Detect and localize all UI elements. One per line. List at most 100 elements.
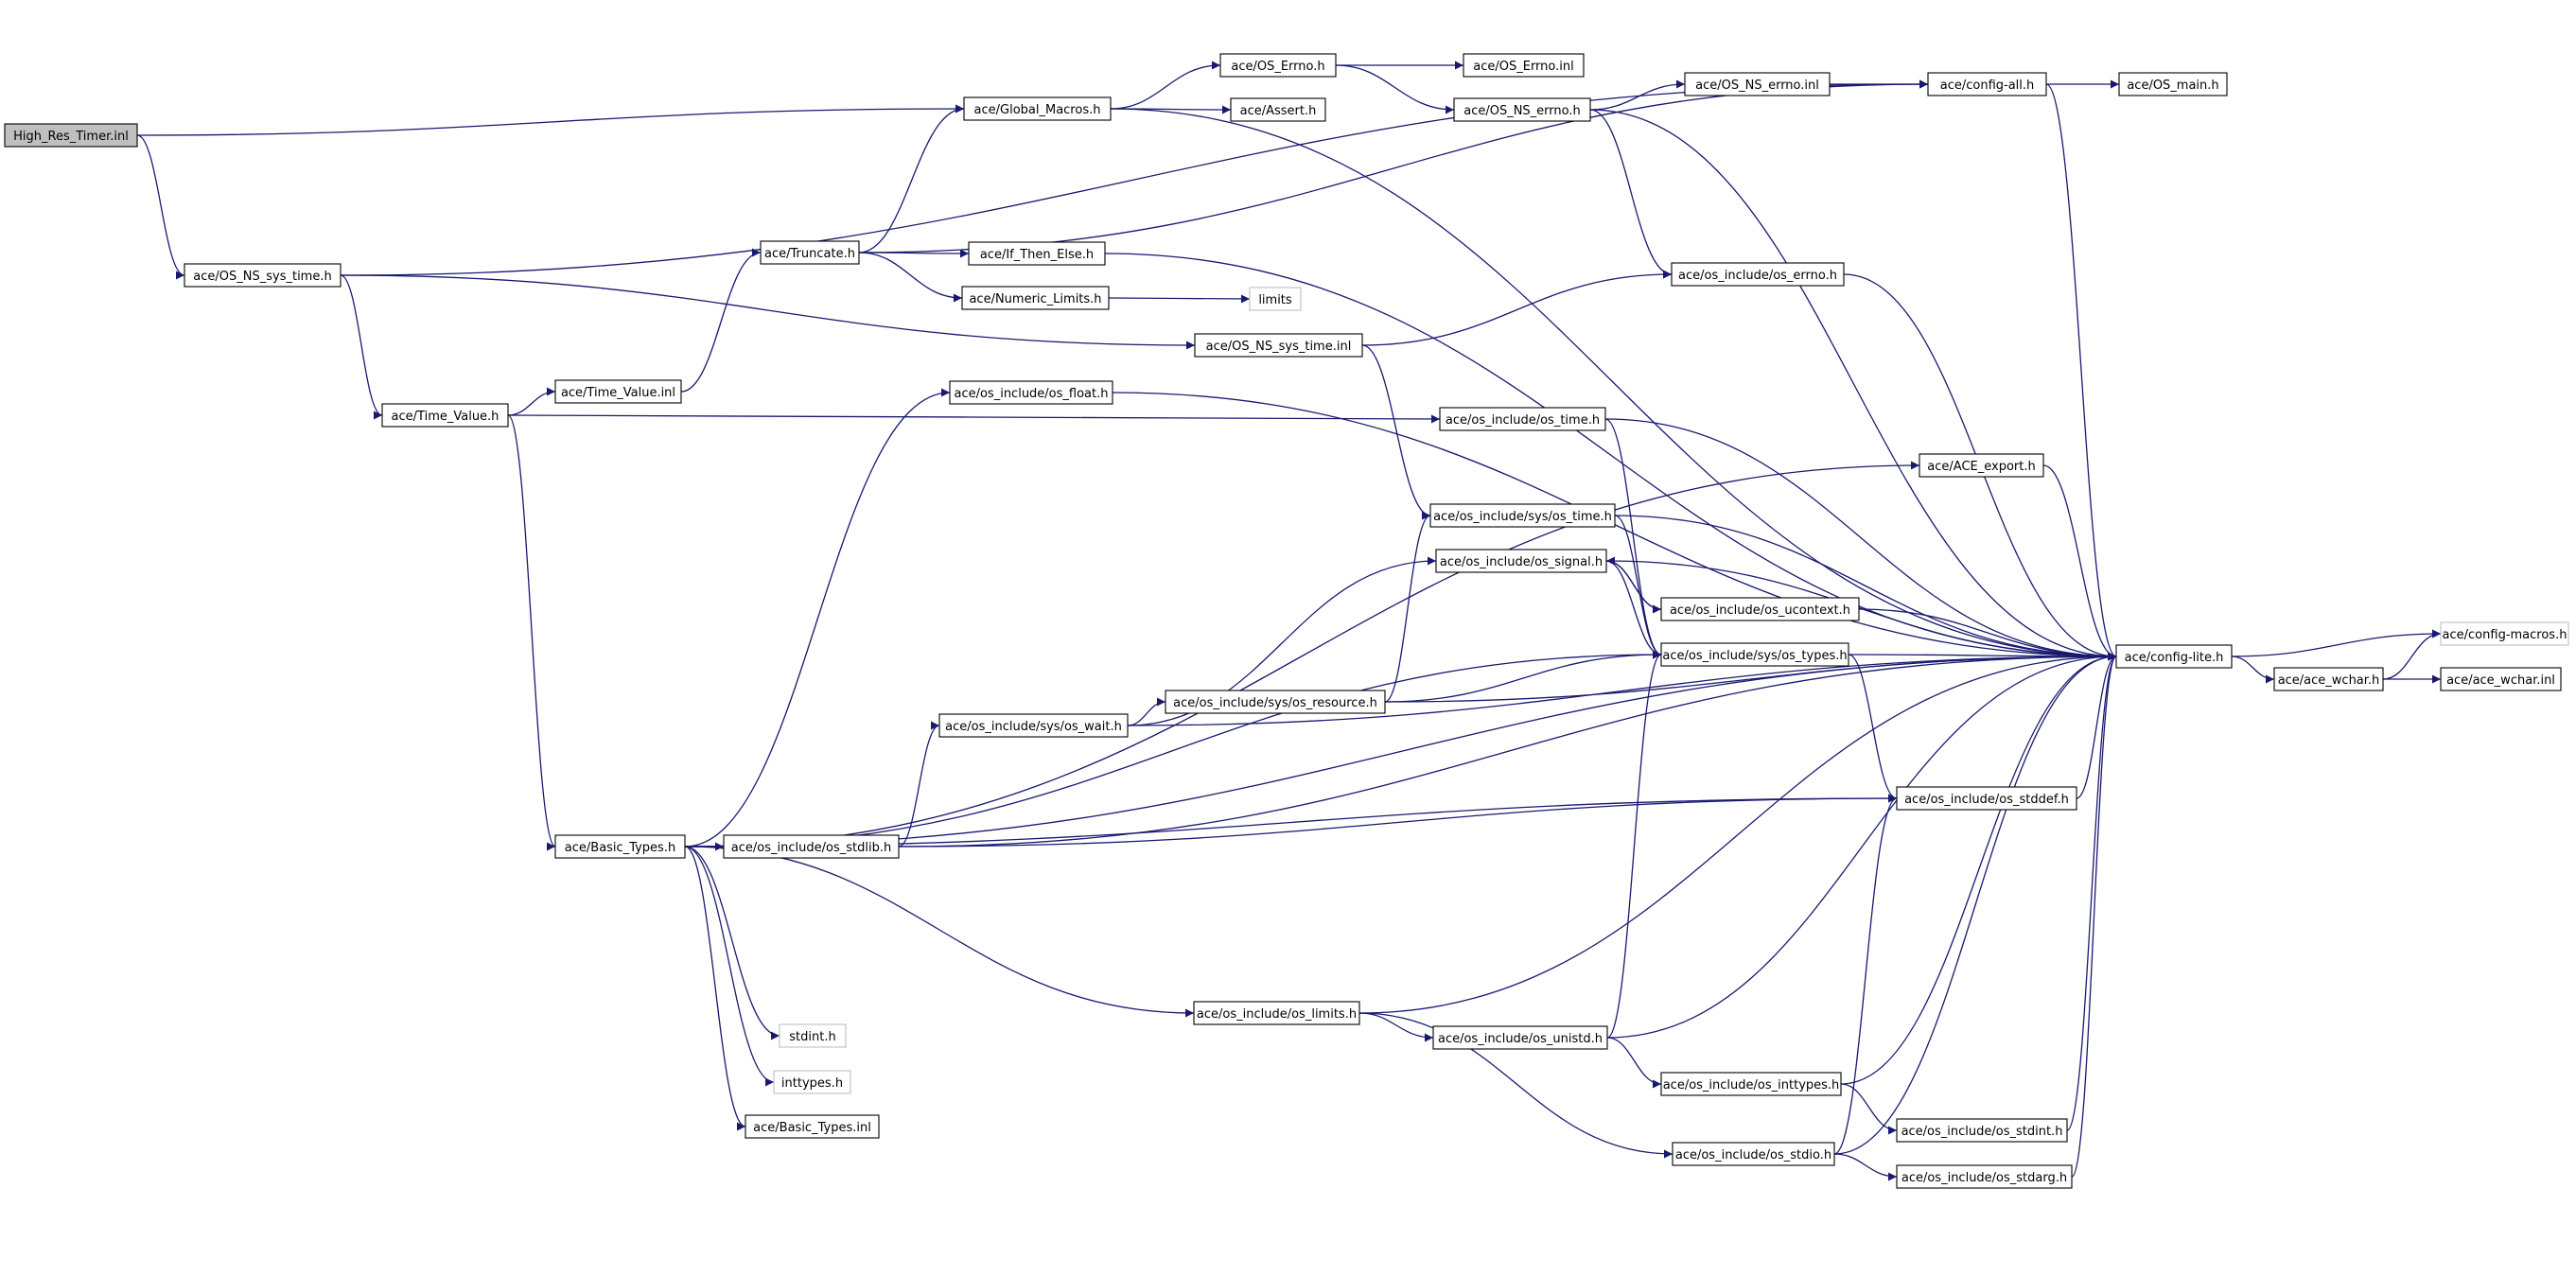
node-label: ace/os_include/sys/os_time.h bbox=[1433, 510, 1612, 524]
node-label: limits bbox=[1258, 293, 1292, 307]
node-sys_os_resource[interactable]: ace/os_include/sys/os_resource.h bbox=[1165, 690, 1386, 714]
edge-os_ns_errno_h-to-os_include_errno bbox=[1589, 109, 1673, 279]
node-label: ace/OS_NS_sys_time.h bbox=[193, 270, 331, 284]
node-ace_export[interactable]: ace/ACE_export.h bbox=[1919, 453, 2044, 478]
node-box bbox=[1435, 549, 1607, 573]
node-sys_os_wait[interactable]: ace/os_include/sys/os_wait.h bbox=[938, 713, 1129, 738]
node-box bbox=[1194, 333, 1363, 358]
node-os_ns_errno_inl[interactable]: ace/OS_NS_errno.inl bbox=[1684, 72, 1831, 96]
node-box bbox=[381, 403, 509, 428]
node-label: ace/Basic_Types.h bbox=[565, 841, 675, 855]
node-box bbox=[2440, 621, 2569, 646]
node-box bbox=[1193, 1001, 1360, 1025]
node-label: ace/os_include/os_limits.h bbox=[1197, 1007, 1357, 1022]
node-truncate_h[interactable]: ace/Truncate.h bbox=[760, 240, 860, 265]
node-box bbox=[968, 241, 1106, 266]
node-basic_types_h[interactable]: ace/Basic_Types.h bbox=[554, 834, 686, 859]
node-label: ace/os_include/os_stdarg.h bbox=[1901, 1171, 2067, 1185]
node-box bbox=[1927, 72, 2047, 96]
node-time_value_inl[interactable]: ace/Time_Value.inl bbox=[554, 379, 682, 404]
edge-sys_os_wait-to-os_signal bbox=[1127, 556, 1437, 726]
edge-os_ns_sys_time_h-to-config_all bbox=[340, 79, 1929, 276]
node-os_stdio[interactable]: ace/os_include/os_stdio.h bbox=[1672, 1142, 1835, 1166]
node-config_all[interactable]: ace/config-all.h bbox=[1927, 72, 2047, 96]
edge-config_lite-to-config_macros bbox=[2231, 629, 2442, 657]
edge-os_time-to-sys_os_types bbox=[1604, 418, 1662, 659]
node-ace_wchar_inl[interactable]: ace/ace_wchar.inl bbox=[2440, 667, 2562, 691]
node-os_limits[interactable]: ace/os_include/os_limits.h bbox=[1193, 1001, 1360, 1025]
node-os_stdlib[interactable]: ace/os_include/os_stdlib.h bbox=[723, 834, 900, 859]
edge-os_stdio-to-os_stdarg bbox=[1833, 1153, 1898, 1181]
node-stdint_h[interactable]: stdint.h bbox=[779, 1023, 847, 1048]
edge-sys_os_types-to-os_stddef bbox=[1848, 654, 1898, 803]
node-os_ucontext[interactable]: ace/os_include/os_ucontext.h bbox=[1660, 597, 1860, 621]
node-box bbox=[1463, 53, 1585, 78]
node-box bbox=[1672, 1142, 1835, 1166]
node-label: ace/ace_wchar.inl bbox=[2446, 673, 2555, 688]
node-box bbox=[2115, 644, 2233, 669]
node-label: ace/os_include/os_unistd.h bbox=[1438, 1032, 1603, 1046]
edge-os_unistd-to-sys_os_types bbox=[1606, 650, 1662, 1039]
edge-sys_os_wait-to-sys_os_resource bbox=[1127, 697, 1166, 726]
node-global_macros[interactable]: ace/Global_Macros.h bbox=[963, 96, 1112, 121]
node-numeric_limits[interactable]: ace/Numeric_Limits.h bbox=[961, 286, 1110, 310]
edge-basic_types_h-to-stdint_h bbox=[684, 846, 780, 1040]
node-label: ace/OS_Errno.h bbox=[1231, 60, 1324, 74]
edge-os_unistd-to-os_inttypes bbox=[1606, 1037, 1662, 1089]
node-os_stdint[interactable]: ace/os_include/os_stdint.h bbox=[1896, 1118, 2068, 1143]
node-label: ace/OS_NS_errno.inl bbox=[1695, 79, 1819, 93]
edge-basic_types_h-to-os_stddef bbox=[684, 794, 1898, 848]
node-sys_os_types[interactable]: ace/os_include/sys/os_types.h bbox=[1660, 642, 1849, 667]
node-assert_h[interactable]: ace/Assert.h bbox=[1230, 97, 1326, 122]
node-label: ace/OS_NS_errno.h bbox=[1463, 104, 1581, 118]
edge-sys_os_time-to-sys_os_types bbox=[1614, 515, 1662, 659]
node-label: stdint.h bbox=[789, 1030, 835, 1044]
edge-os_time-to-config_lite bbox=[1604, 418, 2117, 661]
node-os_stddef[interactable]: ace/os_include/os_stddef.h bbox=[1896, 786, 2077, 811]
node-os_ns_errno_h[interactable]: ace/OS_NS_errno.h bbox=[1453, 97, 1591, 122]
node-config_macros[interactable]: ace/config-macros.h bbox=[2440, 621, 2569, 646]
node-hrt_inl[interactable]: High_Res_Timer.inl bbox=[4, 123, 138, 148]
node-os_ns_sys_time_inl[interactable]: ace/OS_NS_sys_time.inl bbox=[1194, 333, 1363, 358]
edge-hrt_inl-to-os_ns_sys_time_h bbox=[136, 134, 185, 280]
node-box bbox=[760, 240, 860, 265]
node-if_then_else[interactable]: ace/If_Then_Else.h bbox=[968, 241, 1106, 266]
edge-sys_os_wait-to-config_lite bbox=[1127, 652, 2117, 726]
node-sys_os_time[interactable]: ace/os_include/sys/os_time.h bbox=[1429, 503, 1616, 528]
node-label: ace/Basic_Types.inl bbox=[753, 1121, 871, 1135]
node-os_unistd[interactable]: ace/os_include/os_unistd.h bbox=[1432, 1025, 1608, 1050]
node-os_signal[interactable]: ace/os_include/os_signal.h bbox=[1435, 549, 1607, 573]
edge-numeric_limits-to-limits bbox=[1108, 294, 1251, 304]
node-inttypes_h[interactable]: inttypes.h bbox=[773, 1070, 851, 1094]
node-os_errno_inl[interactable]: ace/OS_Errno.inl bbox=[1463, 53, 1585, 78]
edge-basic_types_h-to-basic_types_inl bbox=[684, 846, 746, 1131]
node-label: ace/If_Then_Else.h bbox=[980, 248, 1094, 262]
node-os_stdarg[interactable]: ace/os_include/os_stdarg.h bbox=[1896, 1164, 2073, 1189]
node-os_inttypes[interactable]: ace/os_include/os_inttypes.h bbox=[1660, 1072, 1842, 1096]
edge-basic_types_h-to-inttypes_h bbox=[684, 846, 775, 1087]
node-label: ace/Time_Value.inl bbox=[561, 386, 675, 400]
edge-hrt_inl-to-global_macros bbox=[136, 104, 965, 136]
node-layer: High_Res_Timer.inlace/OS_NS_sys_time.hac… bbox=[4, 53, 2569, 1189]
node-os_include_errno[interactable]: ace/os_include/os_errno.h bbox=[1671, 262, 1845, 287]
node-os_time[interactable]: ace/os_include/os_time.h bbox=[1439, 407, 1606, 431]
node-box bbox=[1439, 407, 1606, 431]
node-label: ace/Time_Value.h bbox=[392, 410, 499, 424]
node-box bbox=[1249, 287, 1302, 311]
node-os_ns_sys_time_h[interactable]: ace/OS_NS_sys_time.h bbox=[184, 263, 342, 288]
node-label: inttypes.h bbox=[781, 1076, 843, 1091]
node-box bbox=[1453, 97, 1591, 122]
node-label: ace/os_include/os_stdlib.h bbox=[731, 841, 891, 855]
node-os_main[interactable]: ace/OS_main.h bbox=[2118, 72, 2228, 96]
node-label: ace/os_include/os_signal.h bbox=[1440, 555, 1603, 569]
node-os_float[interactable]: ace/os_include/os_float.h bbox=[949, 380, 1113, 405]
node-os_errno_h[interactable]: ace/OS_Errno.h bbox=[1219, 53, 1337, 78]
node-limits[interactable]: limits bbox=[1249, 287, 1302, 311]
node-config_lite[interactable]: ace/config-lite.h bbox=[2115, 644, 2233, 669]
node-box bbox=[1896, 1118, 2068, 1143]
node-time_value_h[interactable]: ace/Time_Value.h bbox=[381, 403, 509, 428]
node-ace_wchar_h[interactable]: ace/ace_wchar.h bbox=[2273, 667, 2384, 691]
node-box bbox=[2118, 72, 2228, 96]
node-basic_types_inl[interactable]: ace/Basic_Types.inl bbox=[745, 1114, 880, 1139]
node-box bbox=[1429, 503, 1616, 528]
